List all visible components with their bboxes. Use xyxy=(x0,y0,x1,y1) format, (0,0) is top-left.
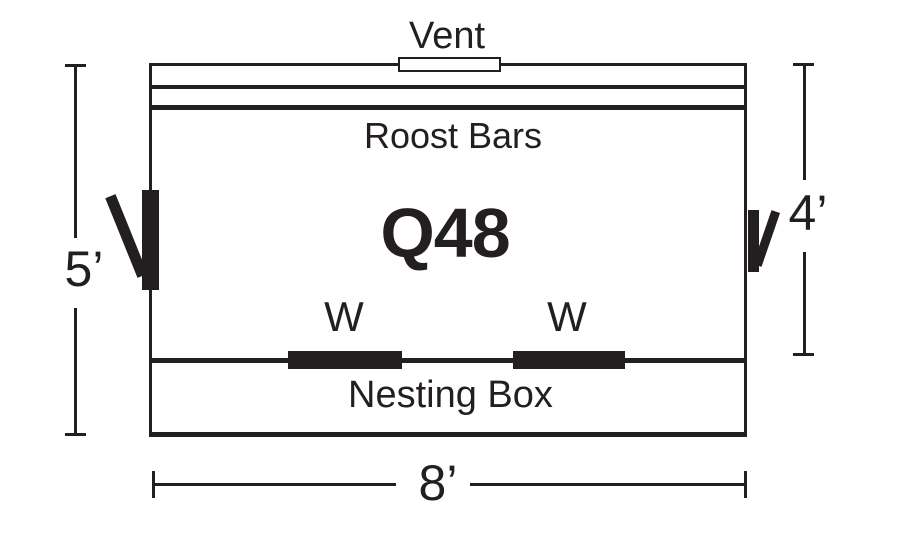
door-right-panel xyxy=(748,210,759,272)
vent-opening xyxy=(398,57,501,72)
dimension-bottom-line-left xyxy=(152,483,396,486)
roost-bar-line-bottom xyxy=(152,105,744,110)
model-label: Q48 xyxy=(380,194,510,272)
window-right-label: W xyxy=(547,293,587,340)
left-height-dimension-label: 5’ xyxy=(64,241,104,297)
roost-bar-line-top xyxy=(152,85,744,89)
dimension-right-cap-bottom xyxy=(793,353,814,356)
dimension-right-line-lower xyxy=(803,252,806,353)
window-left-label: W xyxy=(324,293,364,340)
dimension-left-cap-bottom xyxy=(65,433,86,436)
right-height-dimension-label: 4’ xyxy=(788,185,828,241)
dimension-right-line-upper xyxy=(803,63,806,180)
dimension-bottom-cap-right xyxy=(744,471,747,498)
bottom-width-dimension-label: 8’ xyxy=(418,455,458,511)
window-marker-left xyxy=(288,351,402,369)
nesting-box-label: Nesting Box xyxy=(348,374,553,416)
nesting-box-divider-line xyxy=(152,358,744,363)
dimension-left-line-upper xyxy=(74,64,77,238)
window-marker-right xyxy=(513,351,625,369)
door-left-panel xyxy=(142,190,159,290)
vent-label: Vent xyxy=(408,15,486,57)
dimension-bottom-line-right xyxy=(470,483,746,486)
roost-bars-label: Roost Bars xyxy=(363,115,543,156)
dimension-left-line-lower xyxy=(74,308,77,434)
